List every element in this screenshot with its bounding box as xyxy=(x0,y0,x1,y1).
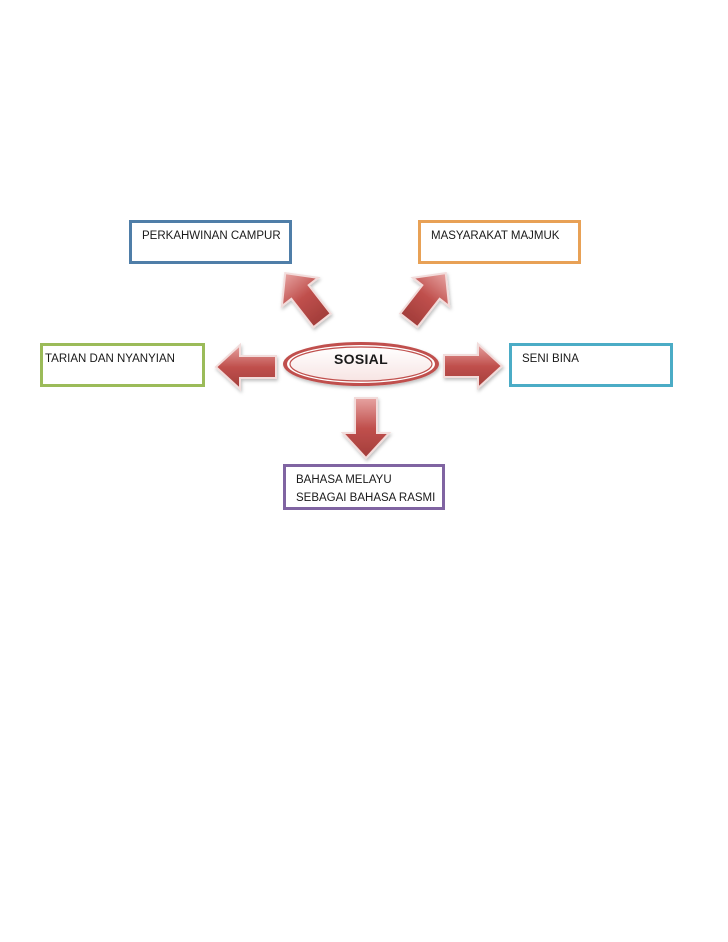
box-bahasa-melayu: BAHASA MELAYU SEBAGAI BAHASA RASMI xyxy=(283,464,445,510)
box-text: MASYARAKAT MAJMUK xyxy=(431,230,560,242)
center-node xyxy=(283,342,439,386)
box-seni-bina: SENI BINA xyxy=(509,343,673,387)
arrow-to-left-box xyxy=(214,342,277,392)
box-text-line-1: BAHASA MELAYU xyxy=(296,474,392,486)
box-masyarakat-majmuk: MASYARAKAT MAJMUK xyxy=(418,220,581,264)
arrow-to-bottom-box xyxy=(340,397,392,460)
center-label: SOSIAL xyxy=(334,351,388,367)
box-text: PERKAHWINAN CAMPUR xyxy=(142,230,281,242)
arrow-to-top-right-box xyxy=(398,271,451,329)
arrow-to-top-left-box xyxy=(280,271,333,329)
box-text-line-2: SEBAGAI BAHASA RASMI xyxy=(296,492,436,505)
box-text: SENI BINA xyxy=(522,353,579,365)
box-text: TARIAN DAN NYANYIAN xyxy=(45,353,175,365)
box-tarian-dan-nyanyian: TARIAN DAN NYANYIAN xyxy=(40,343,205,387)
arrow-to-right-box xyxy=(443,341,504,391)
box-perkahwinan-campur: PERKAHWINAN CAMPUR xyxy=(129,220,292,264)
